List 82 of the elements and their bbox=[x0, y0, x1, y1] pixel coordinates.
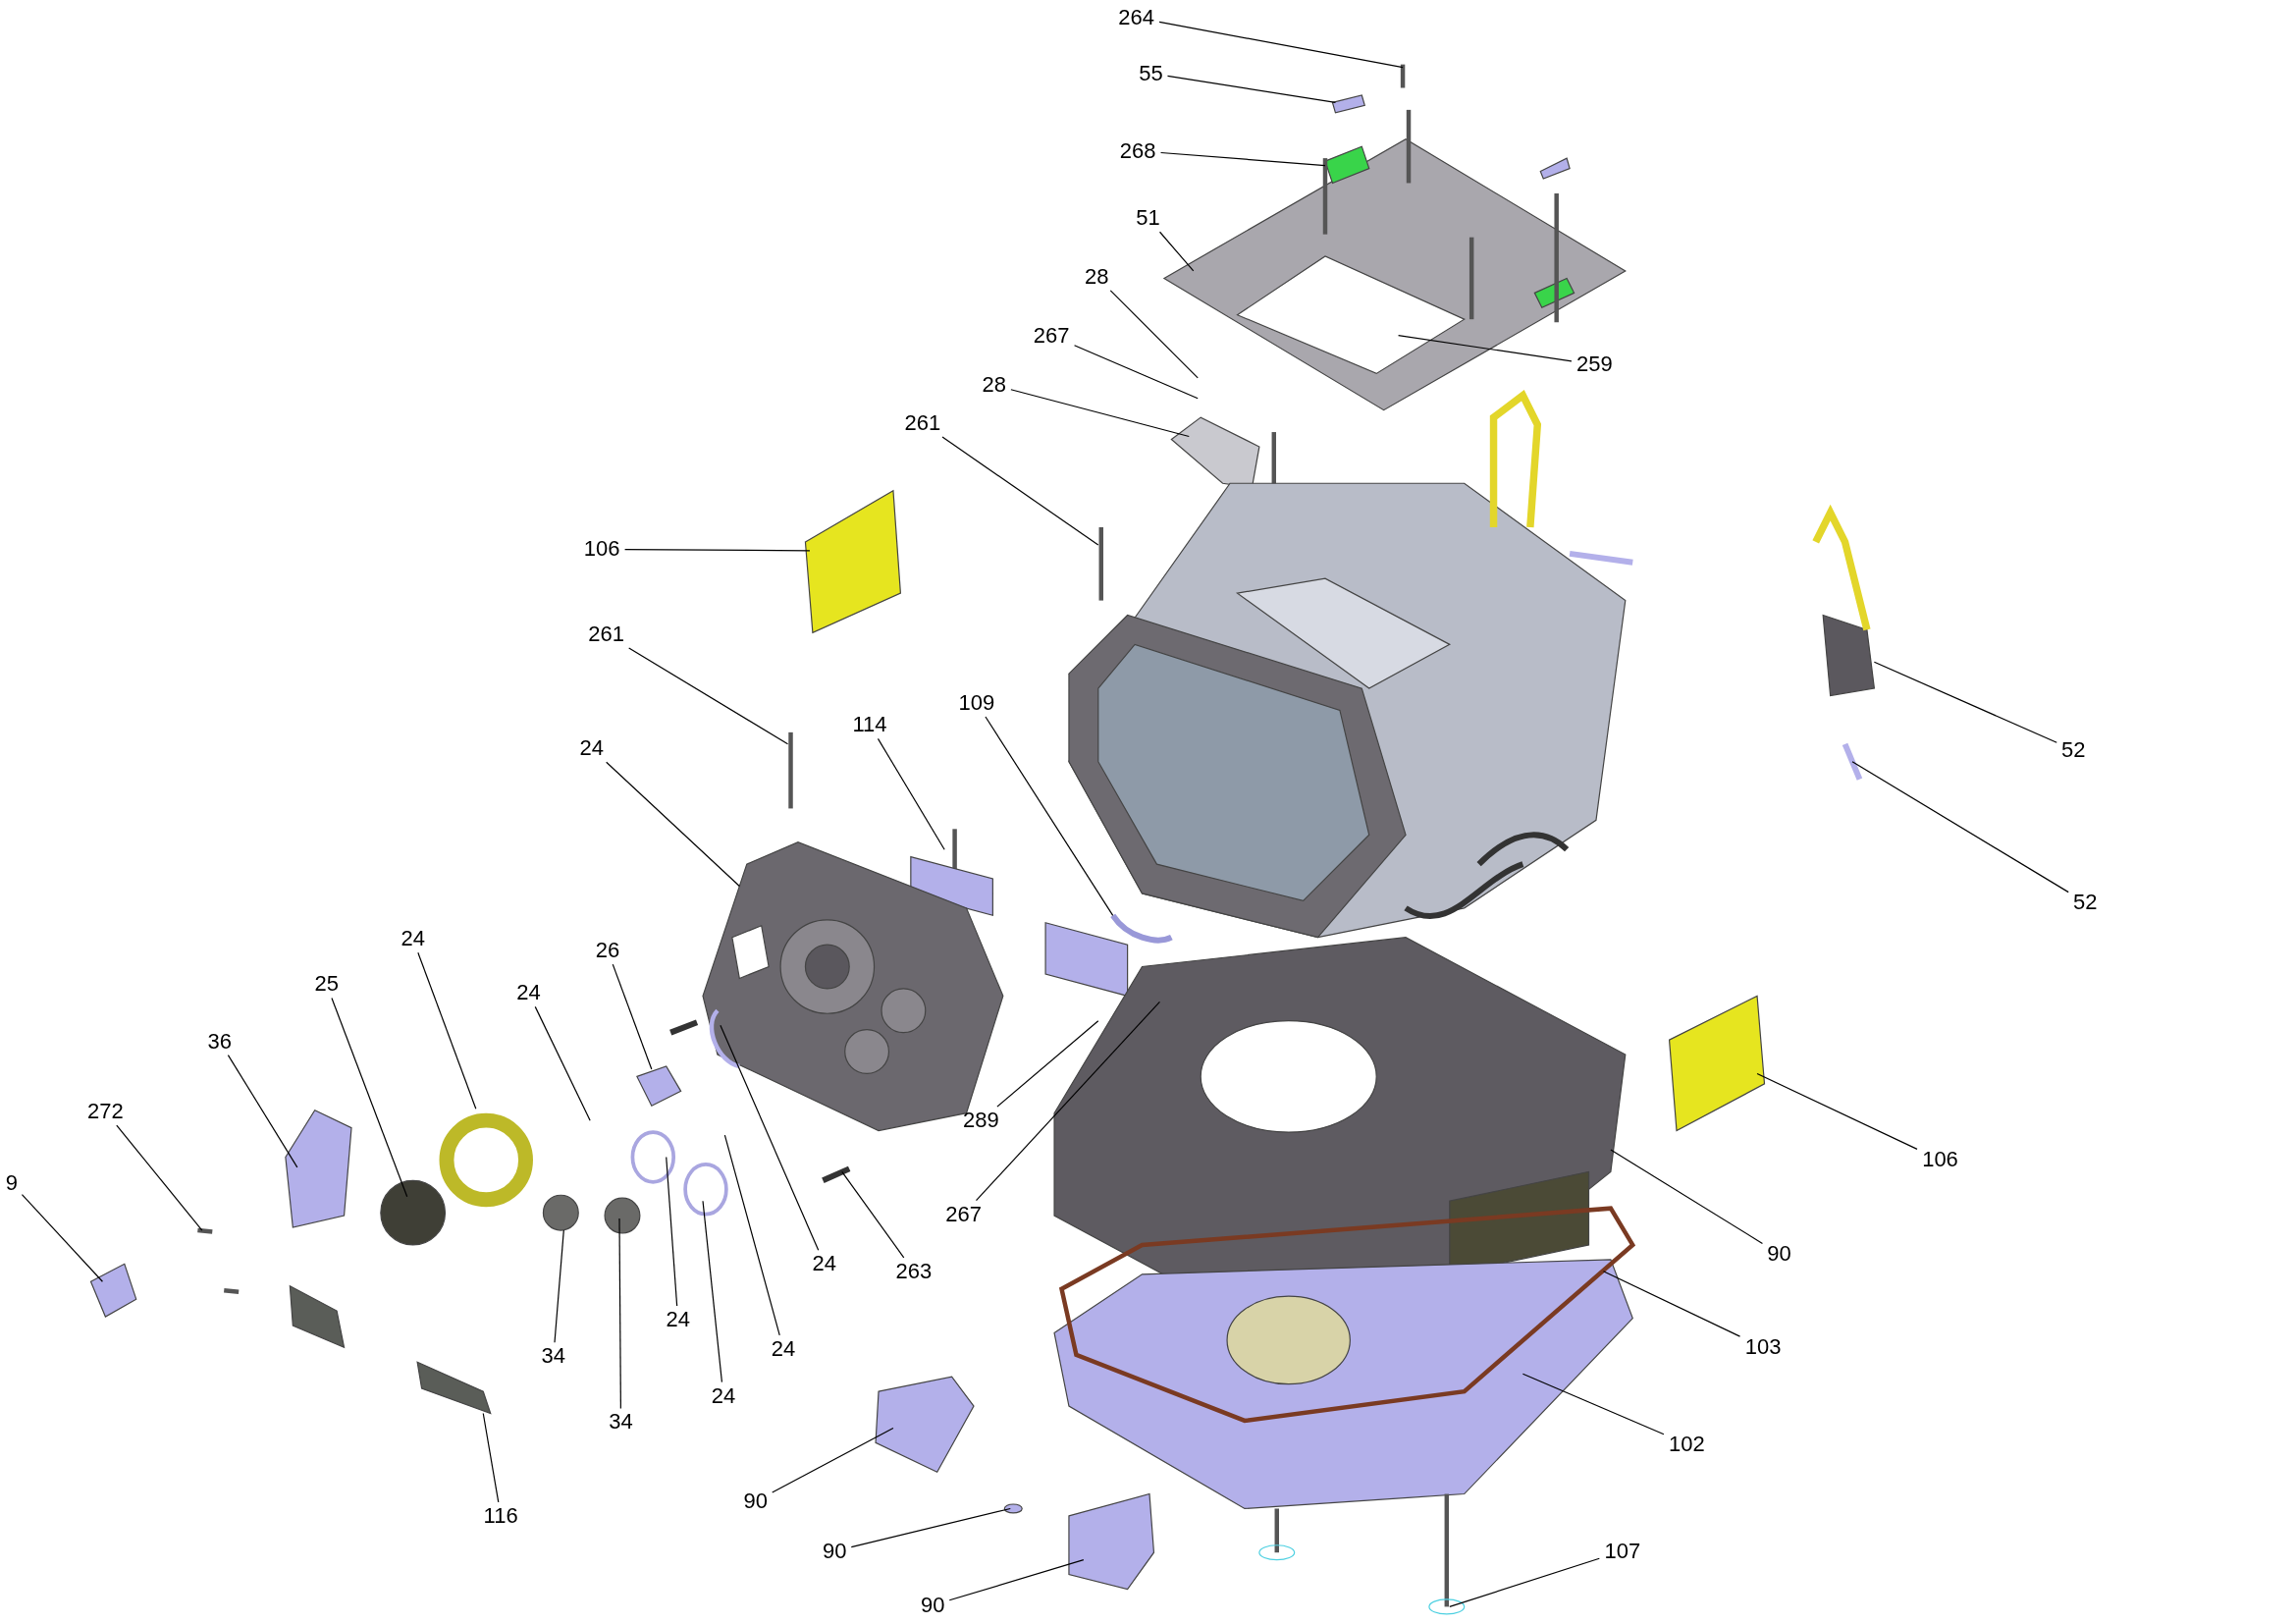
leader-line bbox=[1756, 1072, 1918, 1150]
leader-line bbox=[841, 1170, 905, 1259]
leader-line bbox=[227, 1055, 298, 1168]
callout-number: 107 bbox=[1599, 1537, 1646, 1565]
callout-number: 51 bbox=[1131, 204, 1165, 233]
leader-line bbox=[941, 436, 1099, 546]
callout-number: 36 bbox=[202, 1027, 237, 1056]
leader-line bbox=[772, 1427, 894, 1493]
callout-number: 261 bbox=[899, 409, 946, 438]
callout-number: 24 bbox=[574, 734, 609, 763]
callout-number: 267 bbox=[940, 1200, 988, 1228]
callout-number: 28 bbox=[1080, 262, 1114, 291]
callout-number: 261 bbox=[583, 620, 630, 648]
leader-line bbox=[985, 716, 1114, 916]
leader-line bbox=[21, 1194, 103, 1282]
leader-line bbox=[1073, 345, 1199, 400]
callout-number: 106 bbox=[1917, 1146, 1963, 1174]
callout-number: 90 bbox=[1762, 1239, 1796, 1268]
leader-line bbox=[417, 951, 477, 1110]
callout-number: 264 bbox=[1113, 3, 1160, 31]
leader-line bbox=[948, 1559, 1085, 1601]
leader-line bbox=[1010, 389, 1190, 438]
callout-number: 9 bbox=[1, 1169, 23, 1198]
callout-number: 34 bbox=[604, 1408, 638, 1436]
callout-number: 90 bbox=[818, 1537, 852, 1565]
callout-number: 102 bbox=[1663, 1430, 1710, 1458]
leader-line bbox=[606, 761, 740, 888]
leader-line bbox=[618, 1218, 621, 1410]
callout-number: 24 bbox=[396, 925, 430, 953]
leader-line bbox=[1109, 290, 1199, 379]
callout-number: 114 bbox=[846, 711, 893, 739]
callout-number: 109 bbox=[953, 689, 1000, 717]
leader-line bbox=[534, 1005, 591, 1121]
callout-number: 26 bbox=[591, 937, 625, 965]
callout-number: 28 bbox=[977, 371, 1011, 400]
leader-line bbox=[720, 1024, 820, 1251]
callout-number: 55 bbox=[1134, 59, 1168, 87]
leader-line bbox=[666, 1156, 678, 1307]
leader-line bbox=[1166, 75, 1337, 103]
leader-line bbox=[702, 1200, 723, 1383]
callout-number: 272 bbox=[81, 1098, 129, 1126]
leader-line bbox=[996, 1020, 1099, 1108]
callout-number: 34 bbox=[536, 1342, 570, 1371]
leader-line bbox=[850, 1507, 1011, 1548]
leader-line bbox=[975, 1001, 1161, 1202]
leader-line bbox=[624, 548, 811, 552]
callout-number: 268 bbox=[1114, 136, 1161, 165]
callout-number: 25 bbox=[309, 970, 344, 999]
callout-number: 24 bbox=[661, 1306, 695, 1333]
leader-line bbox=[1873, 661, 2057, 743]
callout-number: 24 bbox=[706, 1381, 740, 1410]
callout-number: 90 bbox=[738, 1488, 773, 1515]
callout-number: 116 bbox=[477, 1501, 524, 1530]
leader-line bbox=[1522, 1373, 1665, 1435]
leader-line bbox=[1610, 1149, 1764, 1244]
leader-line bbox=[1851, 761, 2069, 893]
leader-line bbox=[1158, 231, 1195, 272]
callout-number: 24 bbox=[807, 1250, 841, 1278]
callout-number: 259 bbox=[1571, 351, 1618, 379]
leader-line bbox=[628, 647, 789, 745]
callout-number: 289 bbox=[957, 1107, 1004, 1135]
callout-number: 103 bbox=[1739, 1333, 1787, 1362]
callout-number: 90 bbox=[916, 1591, 950, 1619]
leader-line bbox=[482, 1412, 500, 1503]
leader-line bbox=[723, 1134, 780, 1336]
callout-number: 106 bbox=[578, 535, 625, 564]
leader-line bbox=[1398, 335, 1573, 362]
leader-line bbox=[1449, 1557, 1600, 1607]
callout-number: 52 bbox=[2056, 735, 2091, 764]
callout-number: 24 bbox=[511, 979, 546, 1007]
callout-number: 52 bbox=[2068, 888, 2103, 916]
callout-number: 267 bbox=[1028, 321, 1075, 350]
callout-number: 263 bbox=[890, 1257, 937, 1285]
leader-line bbox=[1602, 1271, 1741, 1337]
leader-line bbox=[612, 963, 653, 1070]
leader-line bbox=[1158, 21, 1404, 69]
leader-line bbox=[1159, 151, 1326, 167]
leader-line bbox=[116, 1124, 203, 1231]
callout-number: 24 bbox=[767, 1334, 801, 1363]
leader-line bbox=[554, 1229, 564, 1343]
leader-line bbox=[877, 737, 945, 850]
leader-line bbox=[331, 997, 408, 1198]
